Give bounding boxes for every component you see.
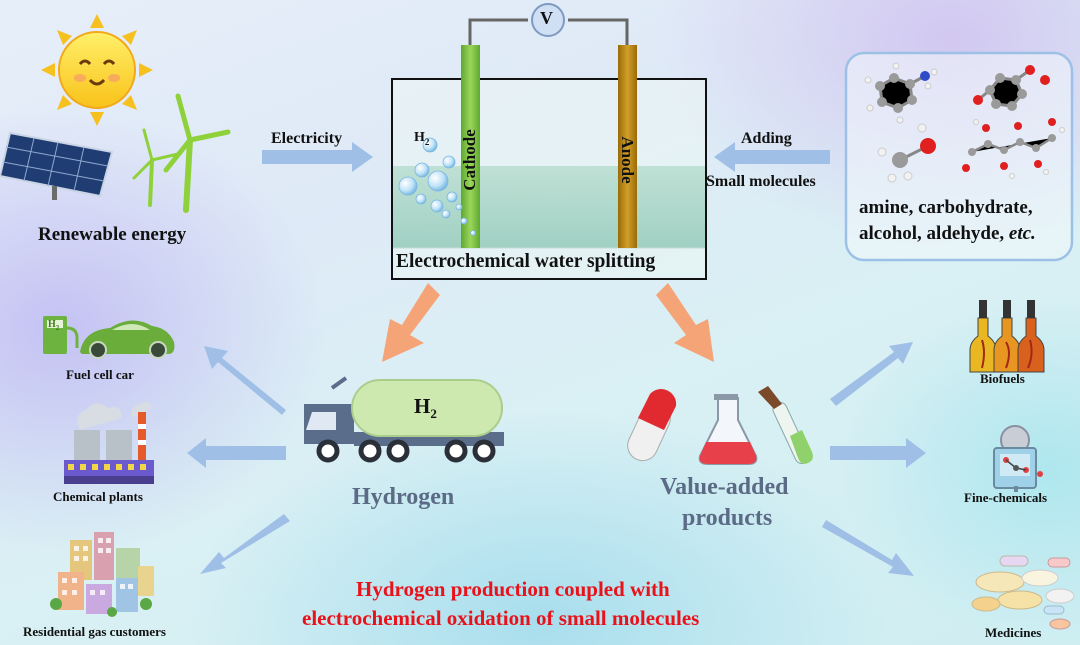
medicine-pills-icon (971, 555, 1075, 630)
fuel-cell-car-icon (43, 316, 175, 359)
arrow-to-medicines (822, 520, 914, 576)
value-added-line1: Value-added (660, 474, 789, 500)
anode-label: Anode (618, 136, 637, 184)
arrow-to-fine-chemicals (830, 438, 926, 468)
tank-h2-main: H (414, 394, 431, 418)
electricity-label: Electricity (271, 130, 343, 147)
cathode-electrode (461, 45, 480, 248)
arrow-to-residential (200, 514, 290, 574)
cell-h2-main: H (414, 130, 425, 145)
cell-caption: Electrochemical water splitting (396, 251, 656, 272)
cell-h2-label: H2 (414, 130, 429, 147)
molecule-types-plain: alcohol, aldehyde, (859, 223, 1009, 244)
molecule-models-icon (864, 62, 1065, 183)
molecule-types-etc: etc. (1008, 223, 1036, 244)
main-title-line1: Hydrogen production coupled with (356, 577, 670, 601)
main-title-line2: electrochemical oxidation of small molec… (302, 606, 700, 630)
cell-h2-sub: 2 (424, 136, 430, 147)
cell-to-products-arrow (656, 283, 714, 362)
wind-turbine-icon (132, 93, 231, 213)
value-added-line2: products (682, 505, 773, 531)
arrow-to-chemical-plants (187, 438, 286, 468)
small-molecules-label: Small molecules (706, 173, 816, 190)
capsule-icon (627, 389, 677, 462)
molecule-types-line2: alcohol, aldehyde, etc. (859, 223, 1036, 245)
molecule-types-line1: amine, carbohydrate, (859, 197, 1033, 218)
hydrogen-truck-icon (304, 376, 504, 463)
arrow-to-fuel-cell-car (204, 346, 286, 415)
fine-chemicals-icon (993, 425, 1043, 492)
use-chemical-plants: Chemical plants (53, 489, 143, 504)
renewable-energy-label: Renewable energy (38, 224, 187, 245)
use-fuel-cell-car: Fuel cell car (66, 367, 134, 382)
sun-icon (41, 14, 153, 126)
adding-label: Adding (741, 130, 792, 147)
biofuel-bottles-icon (969, 300, 1045, 373)
hydrogen-label: Hydrogen (352, 484, 455, 510)
use-residential-gas: Residential gas customers (23, 624, 166, 639)
electricity-arrow (262, 142, 373, 172)
car-h2-main: H (48, 319, 56, 330)
use-biofuels: Biofuels (980, 371, 1025, 386)
tank-h2-sub: 2 (430, 406, 437, 422)
use-medicines: Medicines (985, 625, 1042, 640)
chemical-plant-icon (64, 401, 154, 484)
hydrogen-bubbles (398, 137, 476, 236)
external-circuit (468, 18, 629, 45)
car-h2-badge: H2 (48, 319, 59, 332)
residential-buildings-icon (50, 532, 154, 617)
flask-icon (698, 394, 758, 465)
voltmeter (531, 3, 565, 37)
use-fine-chemicals: Fine-chemicals (964, 490, 1048, 505)
cell-to-hydrogen-arrow (382, 283, 440, 362)
tank-h2-label: H2 (414, 394, 437, 422)
solar-panel-icon (0, 131, 114, 200)
test-tube-icon (758, 386, 813, 465)
anode-electrode (618, 45, 637, 248)
adding-arrow (714, 142, 830, 172)
cathode-label: Cathode (460, 129, 479, 191)
voltmeter-label: V (540, 8, 553, 28)
arrow-to-biofuels (830, 342, 913, 406)
car-h2-sub: 2 (55, 324, 60, 332)
